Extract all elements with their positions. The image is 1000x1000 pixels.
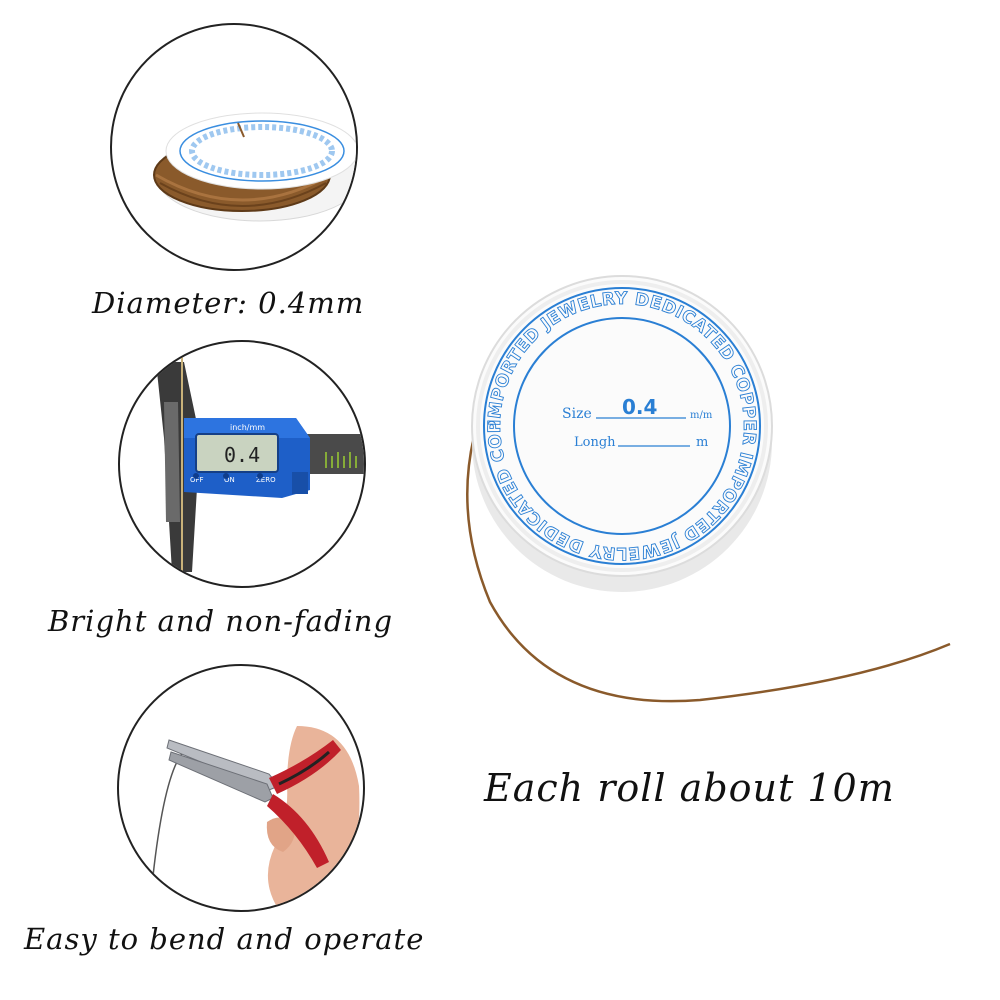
pliers-photo (152, 726, 360, 910)
caption-bright: Bright and non-fading (48, 604, 394, 638)
spool-photo (153, 112, 356, 222)
spool-size-label: Size (562, 406, 592, 422)
caliper-unit-label: inch/mm (230, 423, 265, 432)
spool-size-value: 0.4 (622, 395, 657, 419)
spool-photo-circle (110, 23, 358, 271)
large-wire-spool: IMPORTED JEWELRY DEDICATED COPPER IMPORT… (440, 262, 951, 703)
spool-length-unit: m (696, 435, 708, 450)
caliper-button-off: OFF (190, 476, 204, 484)
caption-easy: Easy to bend and operate (24, 922, 425, 956)
pliers-photo-circle (117, 664, 365, 912)
caliper-photo-circle: 0.4 inch/mm OFF ON ZERO (118, 340, 366, 588)
loose-wire (466, 367, 951, 703)
caption-diameter: Diameter: 0.4mm (92, 286, 365, 320)
caliper-button-zero: ZERO (256, 476, 276, 484)
caliper-photo: 0.4 inch/mm OFF ON ZERO (156, 342, 364, 586)
caliper-button-on: ON (224, 476, 235, 484)
caliper-display: 0.4 (224, 443, 260, 467)
spool-size-unit: m/m (690, 410, 713, 421)
caption-roll-length: Each roll about 10m (484, 766, 895, 810)
spool-length-label: Longh (574, 435, 616, 450)
